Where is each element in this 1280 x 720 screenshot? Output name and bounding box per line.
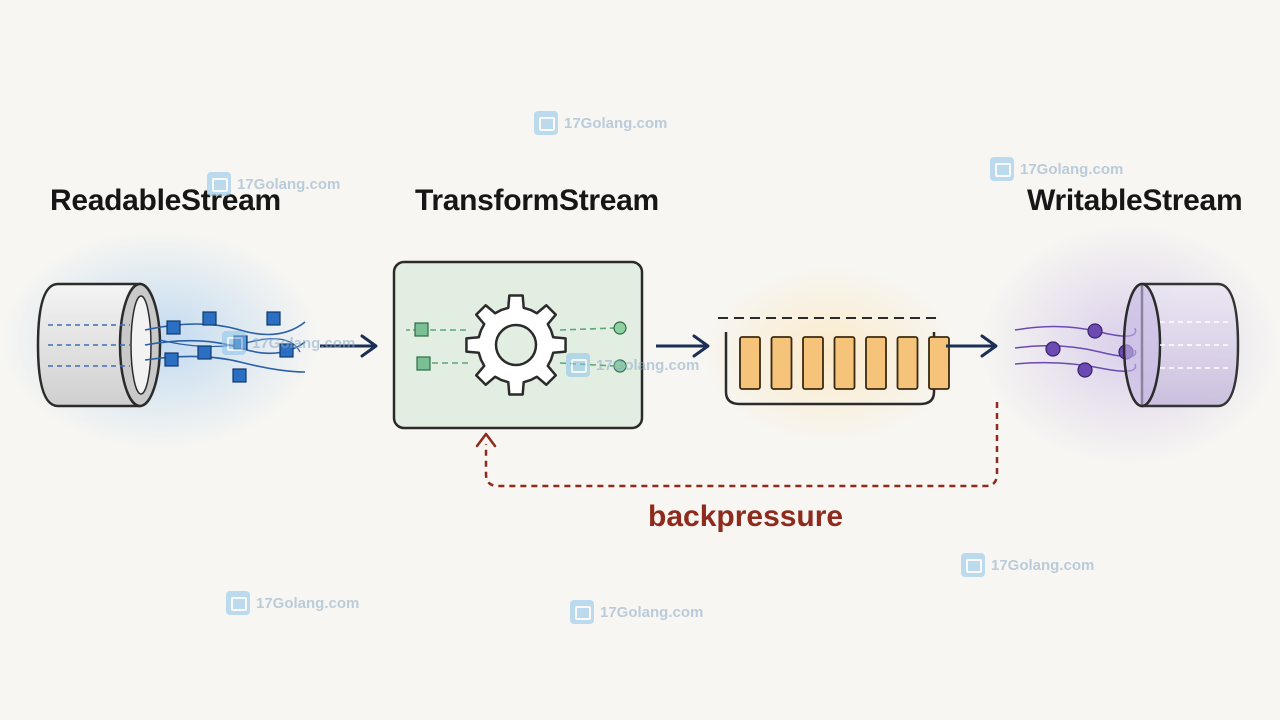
watermark-logo-icon: [534, 111, 558, 135]
readable-stream-icon: [36, 282, 162, 408]
backpressure-arrow: [475, 402, 999, 488]
queue-chunk: [896, 336, 919, 390]
backpressure-label: backpressure: [648, 500, 844, 533]
watermark: 17Golang.com: [207, 172, 340, 196]
watermark: 17Golang.com: [222, 331, 355, 355]
data-chunk: [1087, 323, 1103, 339]
output-chunk: [613, 321, 627, 335]
watermark-logo-icon: [570, 600, 594, 624]
data-chunk: [197, 345, 212, 360]
watermark-logo-icon: [990, 157, 1014, 181]
watermark: 17Golang.com: [566, 353, 699, 377]
data-chunk: [1077, 362, 1093, 378]
watermark: 17Golang.com: [226, 591, 359, 615]
queue-chunk: [739, 336, 761, 390]
watermark-logo-icon: [961, 553, 985, 577]
data-chunk: [202, 311, 217, 326]
data-chunk: [1045, 341, 1061, 357]
queue-glow: [700, 265, 960, 445]
watermark-text: 17Golang.com: [256, 594, 360, 612]
watermark-logo-icon: [226, 591, 250, 615]
queue-buffer: [718, 317, 950, 406]
watermark-logo-icon: [222, 331, 246, 355]
writable-stream-icon: [1122, 282, 1240, 408]
watermark: 17Golang.com: [570, 600, 703, 624]
data-chunk: [166, 320, 181, 335]
writable-stream-title: WritableStream: [1027, 184, 1243, 217]
arrow-readable-to-transform: [320, 334, 378, 358]
transform-stream-title: TransformStream: [415, 184, 659, 217]
queue-chunk: [802, 336, 824, 390]
arrow-queue-to-writable: [946, 334, 998, 358]
watermark-text: 17Golang.com: [1020, 160, 1124, 178]
watermark-logo-icon: [566, 353, 590, 377]
watermark: 17Golang.com: [990, 157, 1123, 181]
queue-chunk: [833, 336, 856, 390]
output-chunk: [613, 359, 627, 373]
data-chunk: [279, 343, 294, 358]
watermark-text: 17Golang.com: [237, 175, 341, 193]
readable-stream-title: ReadableStream: [50, 184, 281, 217]
arrow-transform-to-queue: [656, 334, 710, 358]
input-chunk: [416, 356, 431, 371]
data-chunk: [164, 352, 179, 367]
queue-chunk: [865, 336, 887, 390]
watermark: 17Golang.com: [961, 553, 1094, 577]
watermark-text: 17Golang.com: [596, 356, 700, 374]
queue-chunk: [770, 336, 793, 390]
watermark-text: 17Golang.com: [600, 603, 704, 621]
readable-chunks: [144, 311, 306, 383]
watermark-text: 17Golang.com: [564, 114, 668, 132]
watermark-text: 17Golang.com: [252, 334, 356, 352]
watermark-logo-icon: [207, 172, 231, 196]
queue-chunk: [928, 336, 950, 390]
gear-icon: [465, 294, 567, 396]
watermark-text: 17Golang.com: [991, 556, 1095, 574]
data-chunk: [266, 311, 281, 326]
input-chunk: [414, 322, 429, 337]
data-chunk: [232, 368, 247, 383]
watermark: 17Golang.com: [534, 111, 667, 135]
